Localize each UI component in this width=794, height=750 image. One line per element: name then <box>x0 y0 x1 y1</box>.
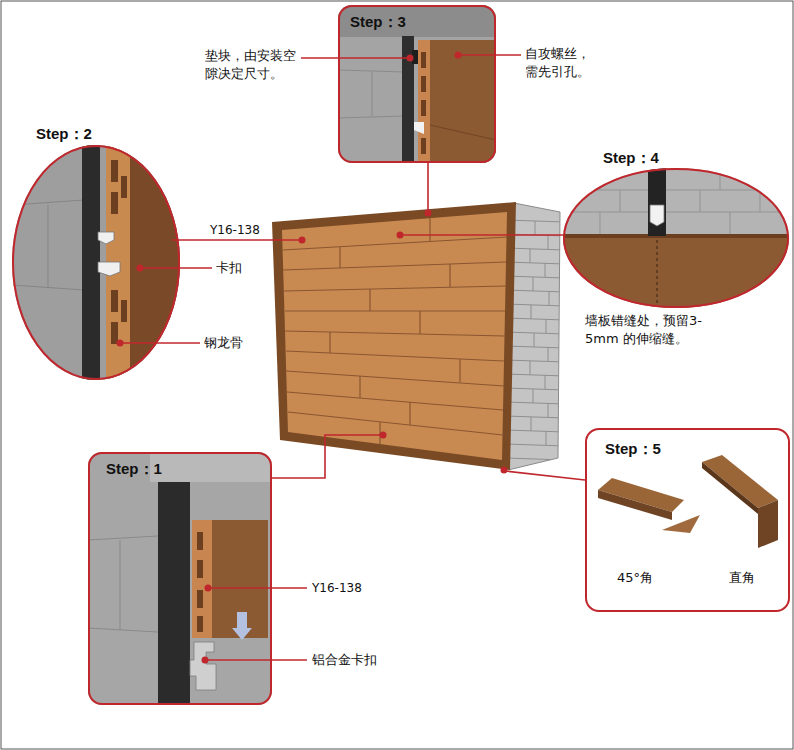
wall-front-panels <box>272 202 516 470</box>
leader-dots <box>117 52 508 664</box>
step-outline <box>563 168 789 308</box>
step3-picture <box>338 5 496 163</box>
part-name: 卡扣 <box>216 259 242 277</box>
step-heading: Step：1 <box>106 460 162 478</box>
step-outline <box>564 169 788 307</box>
step-heading: Step：4 <box>603 149 659 167</box>
step-box: Step：1 <box>88 452 272 705</box>
leader-lines <box>120 55 585 660</box>
step-box: Step：3 <box>338 5 496 163</box>
step-outline <box>12 145 180 380</box>
step-heading: Step：3 <box>350 13 406 31</box>
trim-name: 45°角 <box>617 570 653 586</box>
part-name: 钢龙骨 <box>204 334 243 352</box>
step4-picture <box>563 168 789 308</box>
step-heading: Step：5 <box>605 440 661 458</box>
step-heading: Step：2 <box>36 125 92 143</box>
callout-note: 垫块，由安装空隙决定尺寸。 <box>205 47 299 82</box>
step1-picture <box>88 452 272 705</box>
part-name: 铝合金卡扣 <box>312 651 377 669</box>
part-name: Y16-138 <box>312 580 362 596</box>
step-outline <box>13 146 179 379</box>
callout-note: 自攻螺丝，需先引孔。 <box>525 45 593 80</box>
step5-trims <box>598 455 778 548</box>
step2-picture <box>12 145 180 381</box>
step-circle: Step：4 <box>563 168 789 308</box>
trim-name: 直角 <box>729 570 755 586</box>
step-box: Step：5 45°角 直角 <box>585 428 790 612</box>
step-circle: Step：2 <box>12 145 180 380</box>
callout-note: 墙板错缝处，预留3-5mm 的伸缩缝。 <box>585 312 709 347</box>
part-name: Y16-138 <box>210 222 260 238</box>
